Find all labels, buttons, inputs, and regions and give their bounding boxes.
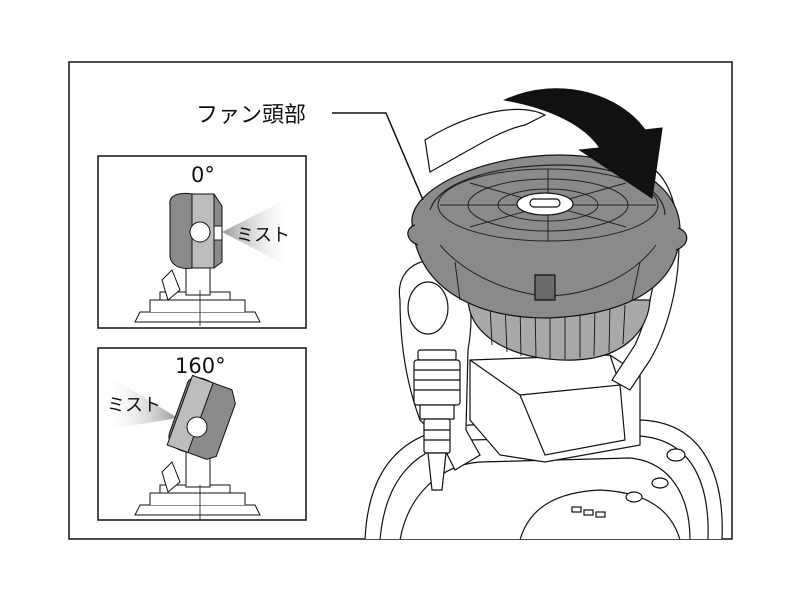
mist-nozzle — [413, 349, 461, 491]
fan-head — [407, 154, 688, 361]
fan-head-leader-line — [332, 112, 424, 201]
inset-0-degree: 0° ミスト — [97, 155, 307, 329]
mist-cone-0 — [222, 195, 295, 270]
main-fan-illustration — [364, 88, 723, 539]
left-arm-pivot — [407, 281, 449, 335]
mist-label-0: ミスト — [236, 225, 290, 246]
fan-head-label: ファン頭部 — [196, 103, 306, 128]
rotation-arrow-outline — [424, 108, 547, 173]
mist-cone-160 — [104, 378, 178, 430]
base-buttons — [571, 448, 686, 518]
angle-0-label: 0° — [191, 163, 215, 187]
inset-160-degree: 160° ミスト — [97, 347, 307, 521]
angle-160-label: 160° — [175, 354, 226, 378]
rotation-arrow-solid — [502, 88, 663, 200]
mist-label-160: ミスト — [107, 395, 161, 416]
